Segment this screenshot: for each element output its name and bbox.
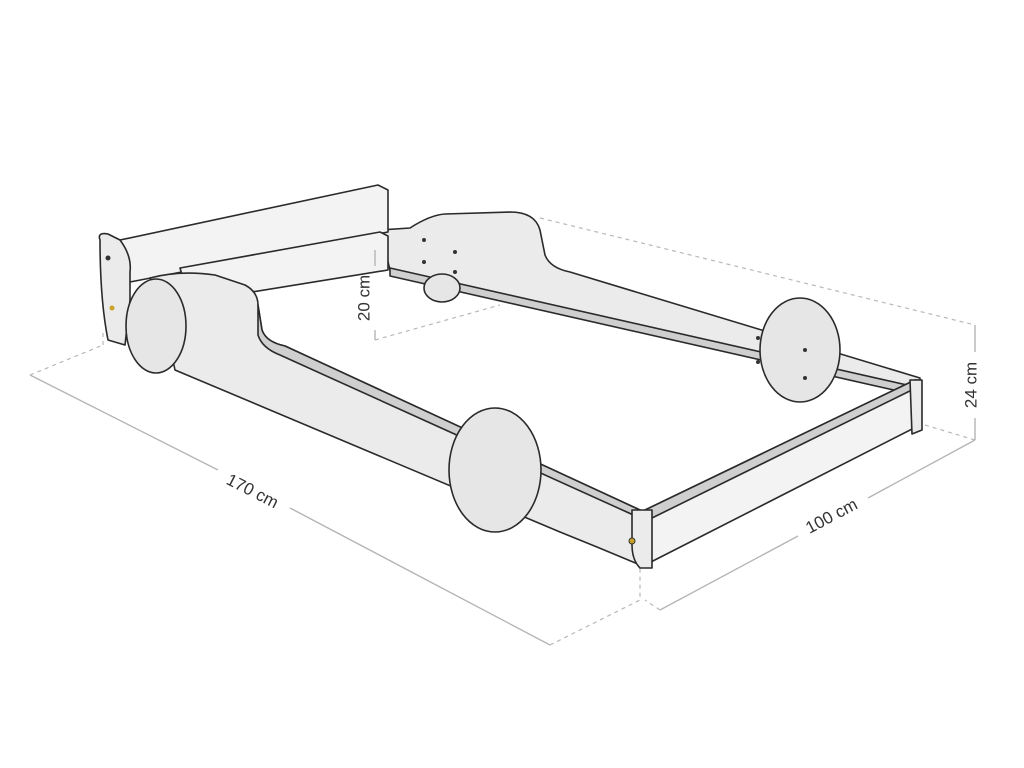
footboard bbox=[631, 379, 923, 569]
width-label: 100 cm bbox=[802, 495, 860, 538]
bolt-icon bbox=[109, 305, 115, 311]
dimension-height: 24 cm bbox=[961, 325, 980, 440]
rear-wheel-left bbox=[423, 273, 461, 303]
front-wheel-left bbox=[125, 278, 187, 374]
headboard-end bbox=[98, 232, 132, 346]
bolt-holes bbox=[422, 238, 807, 380]
bolt-icon bbox=[628, 537, 636, 545]
length-label: 170 cm bbox=[223, 470, 281, 512]
side-height-label: 20 cm bbox=[354, 275, 373, 321]
dimension-side-height: 20 cm bbox=[354, 250, 376, 340]
bolt-icon bbox=[105, 255, 111, 261]
far-side-panel bbox=[379, 211, 921, 397]
near-side-panel bbox=[149, 272, 641, 566]
height-label: 24 cm bbox=[961, 362, 980, 408]
rear-wheel-right bbox=[759, 297, 841, 403]
front-wheel-right bbox=[448, 407, 542, 533]
